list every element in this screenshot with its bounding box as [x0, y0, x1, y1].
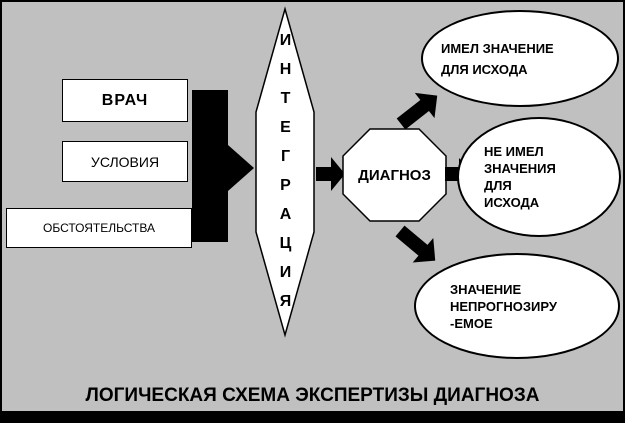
diagnosis-label: ДИАГНОЗ — [358, 166, 431, 184]
integration-label: ИНТЕГРАЦИЯ — [277, 32, 294, 322]
merge-arrowhead-icon — [228, 145, 254, 191]
arrow-to-outcome-bottom-icon — [395, 225, 436, 263]
circumstances-box: ОБСТОЯТЕЛЬСТВА — [6, 208, 192, 248]
doctor-box: ВРАЧ — [62, 79, 188, 122]
outcome-not-mattered-ellipse: НЕ ИМЕЛ ЗНАЧЕНИЯ ДЛЯ ИСХОДА — [457, 117, 621, 237]
conditions-box: УСЛОВИЯ — [62, 141, 188, 182]
diagram-caption: ЛОГИЧЕСКАЯ СХЕМА ЭКСПЕРТИЗЫ ДИАГНОЗА — [85, 385, 540, 406]
outcome-unpredictable-ellipse: ЗНАЧЕНИЕ НЕПРОГНОЗИРУ -ЕМОЕ — [414, 253, 620, 359]
arrow-to-outcome-top-icon — [396, 92, 438, 130]
diagnosis-octagon — [342, 128, 447, 222]
integration-hexagon — [255, 6, 315, 338]
bottom-border-bar — [2, 411, 623, 421]
outcome-mattered-ellipse: ИМЕЛ ЗНАЧЕНИЕ ДЛЯ ИСХОДА — [421, 10, 619, 107]
inputs-merge-bar — [192, 90, 228, 242]
integration-to-diagnosis-arrow-icon — [316, 157, 345, 191]
